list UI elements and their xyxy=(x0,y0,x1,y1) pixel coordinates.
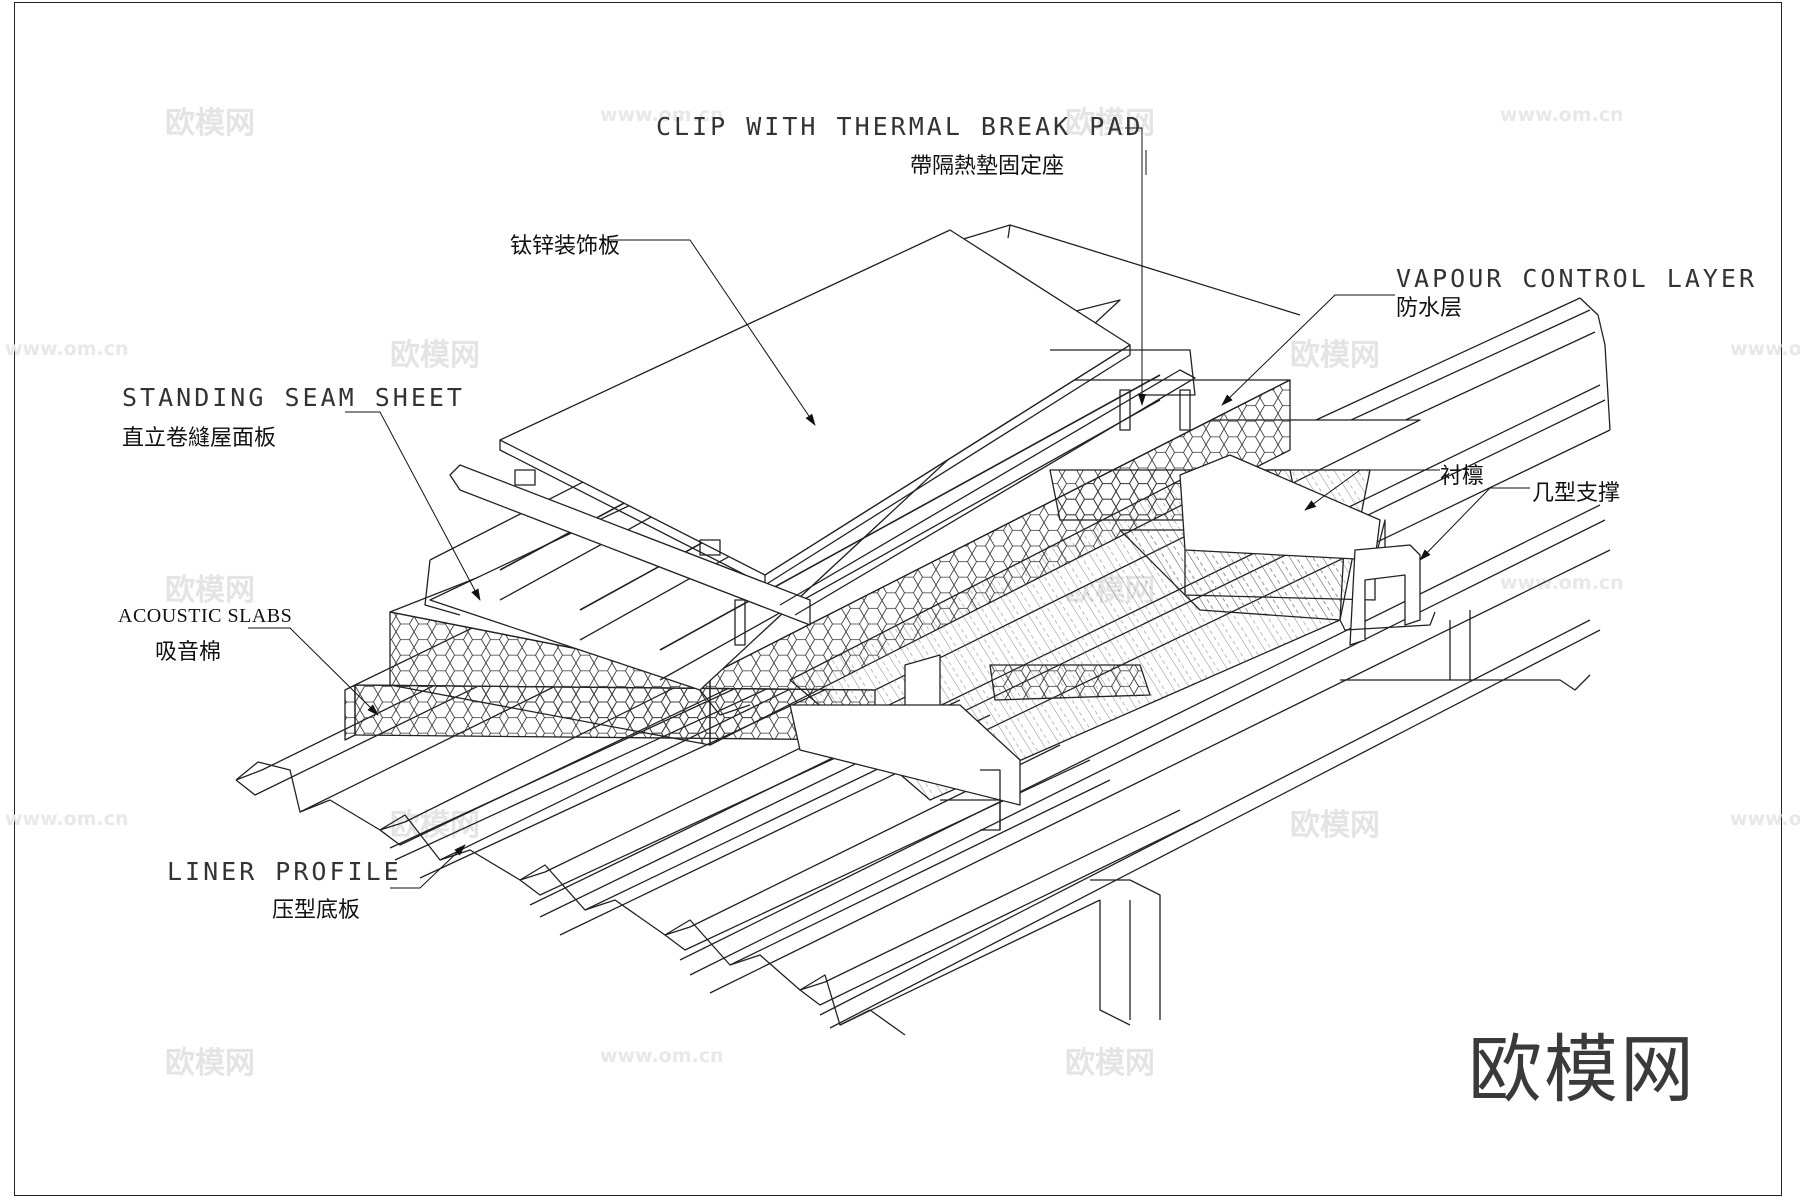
sub-purlin-label-zh: 衬檩 xyxy=(1440,464,1485,489)
watermark-brand: 欧模网 xyxy=(1065,106,1155,141)
vapour-label-en: VAPOUR CONTROL LAYER xyxy=(1396,264,1758,293)
watermark-url: www.om.cn xyxy=(1730,808,1800,830)
acoustic-label-en: ACOUSTIC SLABS xyxy=(118,605,293,627)
titanium-zinc-panel xyxy=(449,229,1196,646)
brand-watermark: 欧模网 xyxy=(1468,1027,1696,1113)
liner-profile-label-zh: 压型底板 xyxy=(272,898,361,923)
liner-profile-label-en: LINER PROFILE xyxy=(167,857,402,886)
vapour-label-zh: 防水层 xyxy=(1396,296,1463,321)
clip-label-en: CLIP WITH THERMAL BREAK PAD xyxy=(656,112,1144,141)
watermark-brand: 欧模网 xyxy=(390,338,480,373)
watermark-brand: 欧模网 xyxy=(165,1046,255,1081)
acoustic-label-zh: 吸音棉 xyxy=(155,640,222,665)
watermark-url: www.om.cn xyxy=(1500,104,1624,126)
omega-bracket-label-zh: 几型支撑 xyxy=(1532,481,1621,506)
watermark-brand: 欧模网 xyxy=(165,106,255,141)
titanium-panel-label-zh: 钛锌装饰板 xyxy=(510,234,621,259)
sub-purlin xyxy=(1179,454,1386,601)
omega-bracket xyxy=(789,544,1436,831)
structural-purlin xyxy=(1090,610,1591,1026)
watermark-brand: 欧模网 xyxy=(1290,808,1380,843)
watermark-brand: 欧模网 xyxy=(1065,1046,1155,1081)
watermark-url: www.om.cn xyxy=(5,808,129,830)
drawing-frame xyxy=(14,2,1782,1196)
watermark-url: www.om.cn xyxy=(600,1045,724,1067)
standing-seam-label-zh: 直立卷縫屋面板 xyxy=(122,426,277,451)
standing-seam-label-en: STANDING SEAM SHEET xyxy=(122,383,465,412)
clip-label-zh: 帶隔熱墊固定座 xyxy=(910,154,1065,179)
watermark-brand: 欧模网 xyxy=(165,573,255,608)
leader-lines xyxy=(248,127,1530,889)
watermark-url: www.om.cn xyxy=(600,104,724,126)
watermark-url: www.om.cn xyxy=(1730,338,1800,360)
watermark-brand: 欧模网 xyxy=(1290,338,1380,373)
watermark-url: www.om.cn xyxy=(5,338,129,360)
